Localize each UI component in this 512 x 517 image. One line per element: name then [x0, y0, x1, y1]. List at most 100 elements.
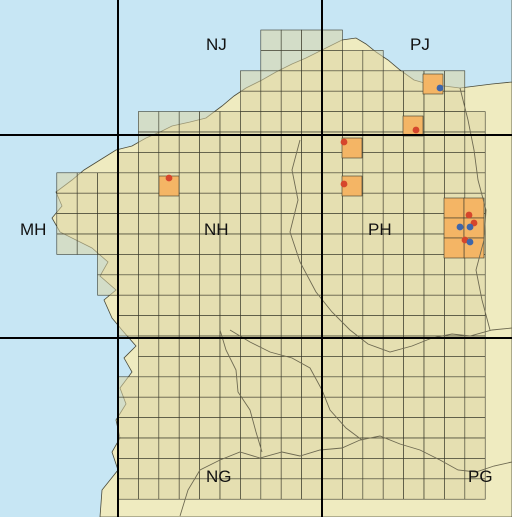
grid-cell [321, 315, 343, 337]
grid-cell [403, 294, 425, 316]
region-border [229, 329, 363, 441]
grid-cell [464, 111, 486, 133]
grid-cell [158, 417, 180, 439]
record-blue-dot [436, 84, 444, 92]
grid-cell [138, 233, 160, 255]
grid-cell [321, 50, 343, 72]
grid-cell [199, 192, 221, 214]
grid-cell [117, 233, 139, 255]
grid-cell [260, 192, 282, 214]
grid-cell [199, 417, 221, 439]
grid-cell [158, 233, 180, 255]
grid-cell [199, 294, 221, 316]
grid-cell [464, 294, 486, 316]
grid-cell [178, 417, 200, 439]
grid-cell [301, 233, 323, 255]
grid-cell [342, 90, 364, 112]
grid-cell [280, 274, 302, 296]
grid-cell [321, 70, 343, 92]
grid-cell [382, 294, 404, 316]
grid-cell [138, 254, 160, 276]
grid-cell [240, 90, 262, 112]
grid-cell [117, 396, 139, 418]
grid-cell [240, 111, 262, 133]
grid-cell [219, 152, 241, 174]
grid-cell [362, 417, 384, 439]
grid-cell [423, 458, 445, 480]
grid-cell [362, 50, 384, 72]
grid-cell [97, 213, 119, 235]
grid-cell [280, 315, 302, 337]
grid-cell [464, 335, 486, 357]
region-border [179, 435, 512, 517]
grid-cell [240, 356, 262, 378]
grid-cell [178, 376, 200, 398]
grid-cell [280, 152, 302, 174]
grid-cell [464, 396, 486, 418]
grid-cell [423, 417, 445, 439]
grid-cell [403, 172, 425, 194]
grid-cell [382, 152, 404, 174]
grid-cell [199, 274, 221, 296]
grid-cell [321, 111, 343, 133]
grid-cell [423, 356, 445, 378]
grid-cell [260, 335, 282, 357]
grid-cell [403, 70, 425, 92]
grid-cell [280, 111, 302, 133]
grid-cell [444, 335, 466, 357]
grid-cell [158, 396, 180, 418]
grid-cell [342, 233, 364, 255]
grid-cell [444, 315, 466, 337]
grid-cell [464, 356, 486, 378]
grid-cell [382, 254, 404, 276]
grid-cell [321, 458, 343, 480]
grid-cell [382, 417, 404, 439]
grid-cell [97, 172, 119, 194]
grid-cell [280, 50, 302, 72]
grid-cell [97, 254, 119, 276]
grid-cell [280, 478, 302, 500]
zone-label-ng: NG [206, 467, 232, 486]
grid-cell [56, 233, 78, 255]
grid-cell [240, 233, 262, 255]
grid-cell [280, 458, 302, 480]
grid-cell [178, 213, 200, 235]
grid-cell [301, 152, 323, 174]
record-red-dot [465, 211, 473, 219]
grid-cell [362, 437, 384, 459]
grid-cell [158, 458, 180, 480]
grid-cell [199, 111, 221, 133]
region-border [219, 329, 263, 453]
grid-cell [301, 172, 323, 194]
grid-cell [342, 294, 364, 316]
grid-cell [117, 458, 139, 480]
grid-cell [382, 192, 404, 214]
grid-cell [138, 315, 160, 337]
highlighted-cell [443, 237, 465, 259]
grid-cell [199, 335, 221, 357]
grid-cell [382, 356, 404, 378]
grid-cell [178, 294, 200, 316]
grid-cell [362, 172, 384, 194]
grid-cell [219, 254, 241, 276]
grid-cell [240, 458, 262, 480]
grid-cell [260, 152, 282, 174]
grid-cell [342, 458, 364, 480]
grid-cell [199, 254, 221, 276]
grid-cell [362, 254, 384, 276]
grid-cell [423, 152, 445, 174]
grid-cell [403, 335, 425, 357]
grid-cell [321, 192, 343, 214]
grid-cell [260, 356, 282, 378]
grid-cell [158, 254, 180, 276]
grid-cell [342, 274, 364, 296]
grid-cell [138, 376, 160, 398]
grid-cell [362, 111, 384, 133]
grid-cell [403, 192, 425, 214]
grid-cell [321, 254, 343, 276]
grid-cell [301, 192, 323, 214]
grid-cell [97, 192, 119, 214]
grid-cell [280, 192, 302, 214]
grid-cell [403, 213, 425, 235]
grid-cell [423, 478, 445, 500]
